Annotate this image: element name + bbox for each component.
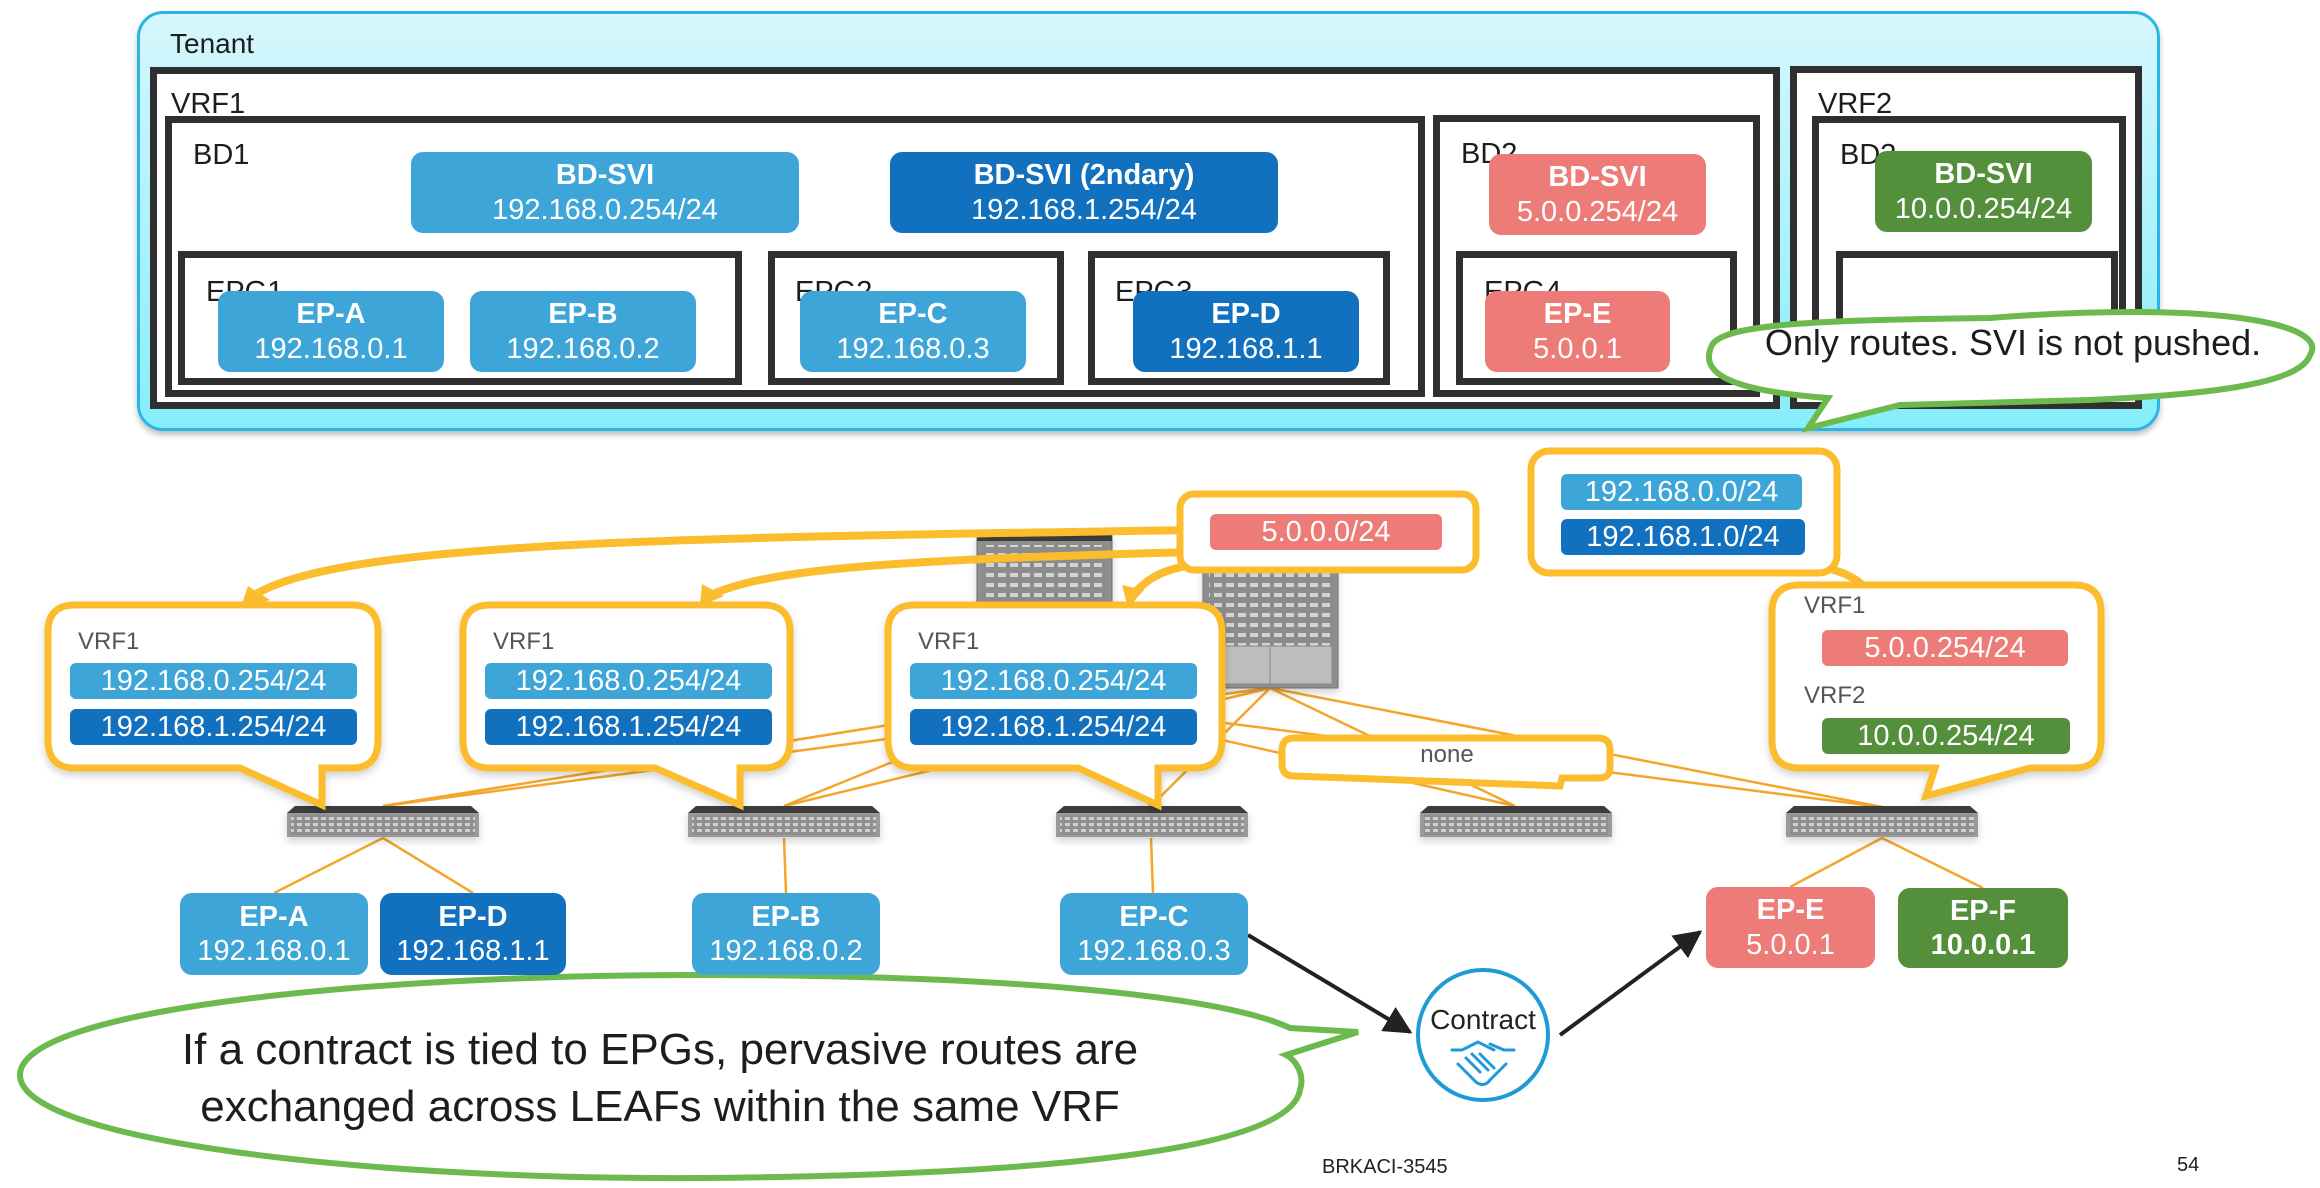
svi-ip: 192.168.0.254/24 [492, 193, 718, 226]
leaf-switch-4[interactable] [1420, 806, 1612, 837]
leaf3-route-1: 192.168.0.254/24 [910, 663, 1197, 699]
vrf2-label: VRF2 [1818, 88, 1893, 120]
ep-name: EP-A [296, 298, 366, 331]
arrow-epc-to-contract [1246, 933, 1413, 1034]
leaf2-route-1: 192.168.0.254/24 [485, 663, 772, 699]
leaf5-vrf1-label: VRF1 [1804, 592, 1866, 619]
ep-ip: 192.168.1.1 [1169, 332, 1323, 365]
tenant-ep-c[interactable]: EP-C 192.168.0.3 [800, 291, 1026, 372]
ep-ip: 192.168.0.2 [506, 332, 660, 365]
handshake-icon [1450, 1040, 1516, 1087]
leaf1-route-1: 192.168.0.254/24 [70, 663, 357, 699]
tenant-ep-b[interactable]: EP-B 192.168.0.2 [470, 291, 696, 372]
route-arrow-to-leaf1 [246, 526, 1196, 602]
bd2-svi: BD-SVI 5.0.0.254/24 [1489, 154, 1706, 235]
tenant-ep-a[interactable]: EP-A 192.168.0.1 [218, 291, 444, 372]
ep-ip: 5.0.0.1 [1746, 928, 1835, 961]
route-192-168-0-0: 192.168.0.0/24 [1561, 474, 1802, 510]
ep-ip: 192.168.0.3 [1077, 935, 1231, 967]
ep-name: EP-E [1543, 298, 1612, 331]
ep-name: EP-F [1949, 894, 2017, 927]
endpoint-ep-f[interactable]: EP-F 10.0.0.1 [1898, 888, 2068, 968]
ep-ip: 5.0.0.1 [1533, 332, 1622, 365]
leaf2-vrf-label: VRF1 [493, 628, 555, 655]
leaf-switch-5[interactable] [1786, 806, 1978, 837]
session-code: BRKACI-3545 [1322, 1156, 1448, 1178]
ep-ip: 192.168.0.2 [709, 935, 863, 967]
svi-title: BD-SVI [555, 159, 655, 192]
leaf4-bubble-frame [1278, 734, 1614, 790]
ep-name: EP-E [1756, 894, 1825, 927]
svi-title: BD-SVI [1548, 161, 1647, 194]
leaf4-none-label: none [1420, 741, 1474, 768]
svi-title: BD-SVI [1934, 158, 2033, 191]
leaf2-route-2: 192.168.1.254/24 [485, 709, 772, 745]
leaf-switch-3[interactable] [1056, 806, 1248, 837]
contract-callout-line1: If a contract is tied to EPGs, pervasive… [181, 1025, 1139, 1074]
ep-name: EP-D [438, 900, 508, 933]
contract-label: Contract [1430, 1004, 1536, 1035]
leaf-switch-1[interactable] [287, 806, 479, 837]
svi-ip: 5.0.0.254/24 [1516, 195, 1679, 228]
leaf3-route-2: 192.168.1.254/24 [910, 709, 1197, 745]
ep-ip: 10.0.0.1 [1930, 929, 2036, 961]
link-leaf5-epf [1881, 836, 1984, 890]
tenant-ep-d[interactable]: EP-D 192.168.1.1 [1133, 291, 1359, 372]
bd1-svi-primary: BD-SVI 192.168.0.254/24 [411, 152, 799, 233]
ep-name: EP-B [751, 900, 821, 933]
endpoint-ep-a[interactable]: EP-A 192.168.0.1 [180, 893, 368, 975]
leaf1-route-2: 192.168.1.254/24 [70, 709, 357, 745]
bd1-svi-secondary: BD-SVI (2ndary) 192.168.1.254/24 [890, 152, 1278, 233]
leaf-switch-2[interactable] [688, 806, 880, 837]
leaf3-vrf-label: VRF1 [918, 628, 980, 655]
endpoint-ep-c[interactable]: EP-C 192.168.0.3 [1060, 893, 1248, 975]
arrowhead-leaf2 [700, 584, 724, 606]
ep-name: EP-C [878, 298, 948, 331]
ep-ip: 192.168.1.1 [396, 935, 550, 967]
svi-callout-text: Only routes. SVI is not pushed. [1764, 322, 2262, 363]
route-192-168-1-0: 192.168.1.0/24 [1561, 519, 1805, 555]
link-leaf2-epb [782, 837, 788, 894]
endpoint-ep-d[interactable]: EP-D 192.168.1.1 [380, 893, 566, 975]
contract-callout-frame [16, 971, 1359, 1182]
svi-ip: 10.0.0.254/24 [1894, 192, 2073, 225]
svi-callout-frame [1705, 308, 2316, 433]
ep-ip: 192.168.0.3 [836, 332, 990, 365]
link-leaf5-epe [1789, 836, 1883, 889]
endpoint-ep-b[interactable]: EP-B 192.168.0.2 [692, 893, 880, 975]
leaf1-bubble-frame [44, 601, 382, 811]
leaf5-vrf2-route: 10.0.0.254/24 [1822, 718, 2070, 754]
tenant-ep-e[interactable]: EP-E 5.0.0.1 [1485, 291, 1670, 372]
contract-callout-line2: exchanged across LEAFs within the same V… [200, 1082, 1120, 1131]
ep-ip: 192.168.0.1 [197, 935, 351, 967]
leaf5-vrf1-route: 5.0.0.254/24 [1822, 630, 2068, 666]
svi-ip: 192.168.1.254/24 [971, 193, 1197, 226]
link-leaf3-epc [1149, 837, 1155, 894]
vrf1-label: VRF1 [171, 88, 246, 120]
leaf5-vrf2-label: VRF2 [1804, 682, 1866, 709]
ep-name: EP-B [548, 298, 618, 331]
ep-ip: 192.168.0.1 [254, 332, 408, 365]
route-5-0-0-0: 5.0.0.0/24 [1210, 514, 1442, 550]
leaf-switches [287, 806, 1978, 837]
contract-circle [1416, 968, 1550, 1102]
leaf1-vrf-label: VRF1 [78, 628, 140, 655]
route-arrow-to-leaf2 [701, 548, 1196, 602]
leaf2-bubble-frame [459, 601, 794, 811]
tenant-label: Tenant [170, 28, 255, 59]
page-number: 54 [2177, 1154, 2200, 1176]
link-leaf1-epd [382, 836, 474, 895]
ep-name: EP-D [1211, 298, 1281, 331]
link-leaf1-epa [273, 836, 384, 895]
ep-name: EP-C [1119, 900, 1189, 933]
ep-name: EP-A [239, 900, 309, 933]
bd3-svi: BD-SVI 10.0.0.254/24 [1875, 151, 2092, 232]
svi-title: BD-SVI (2ndary) [973, 159, 1195, 192]
arrow-contract-to-epe [1558, 930, 1703, 1037]
endpoint-ep-e[interactable]: EP-E 5.0.0.1 [1706, 887, 1875, 968]
bd1-label: BD1 [193, 139, 250, 171]
leaf3-bubble-frame [884, 601, 1226, 811]
